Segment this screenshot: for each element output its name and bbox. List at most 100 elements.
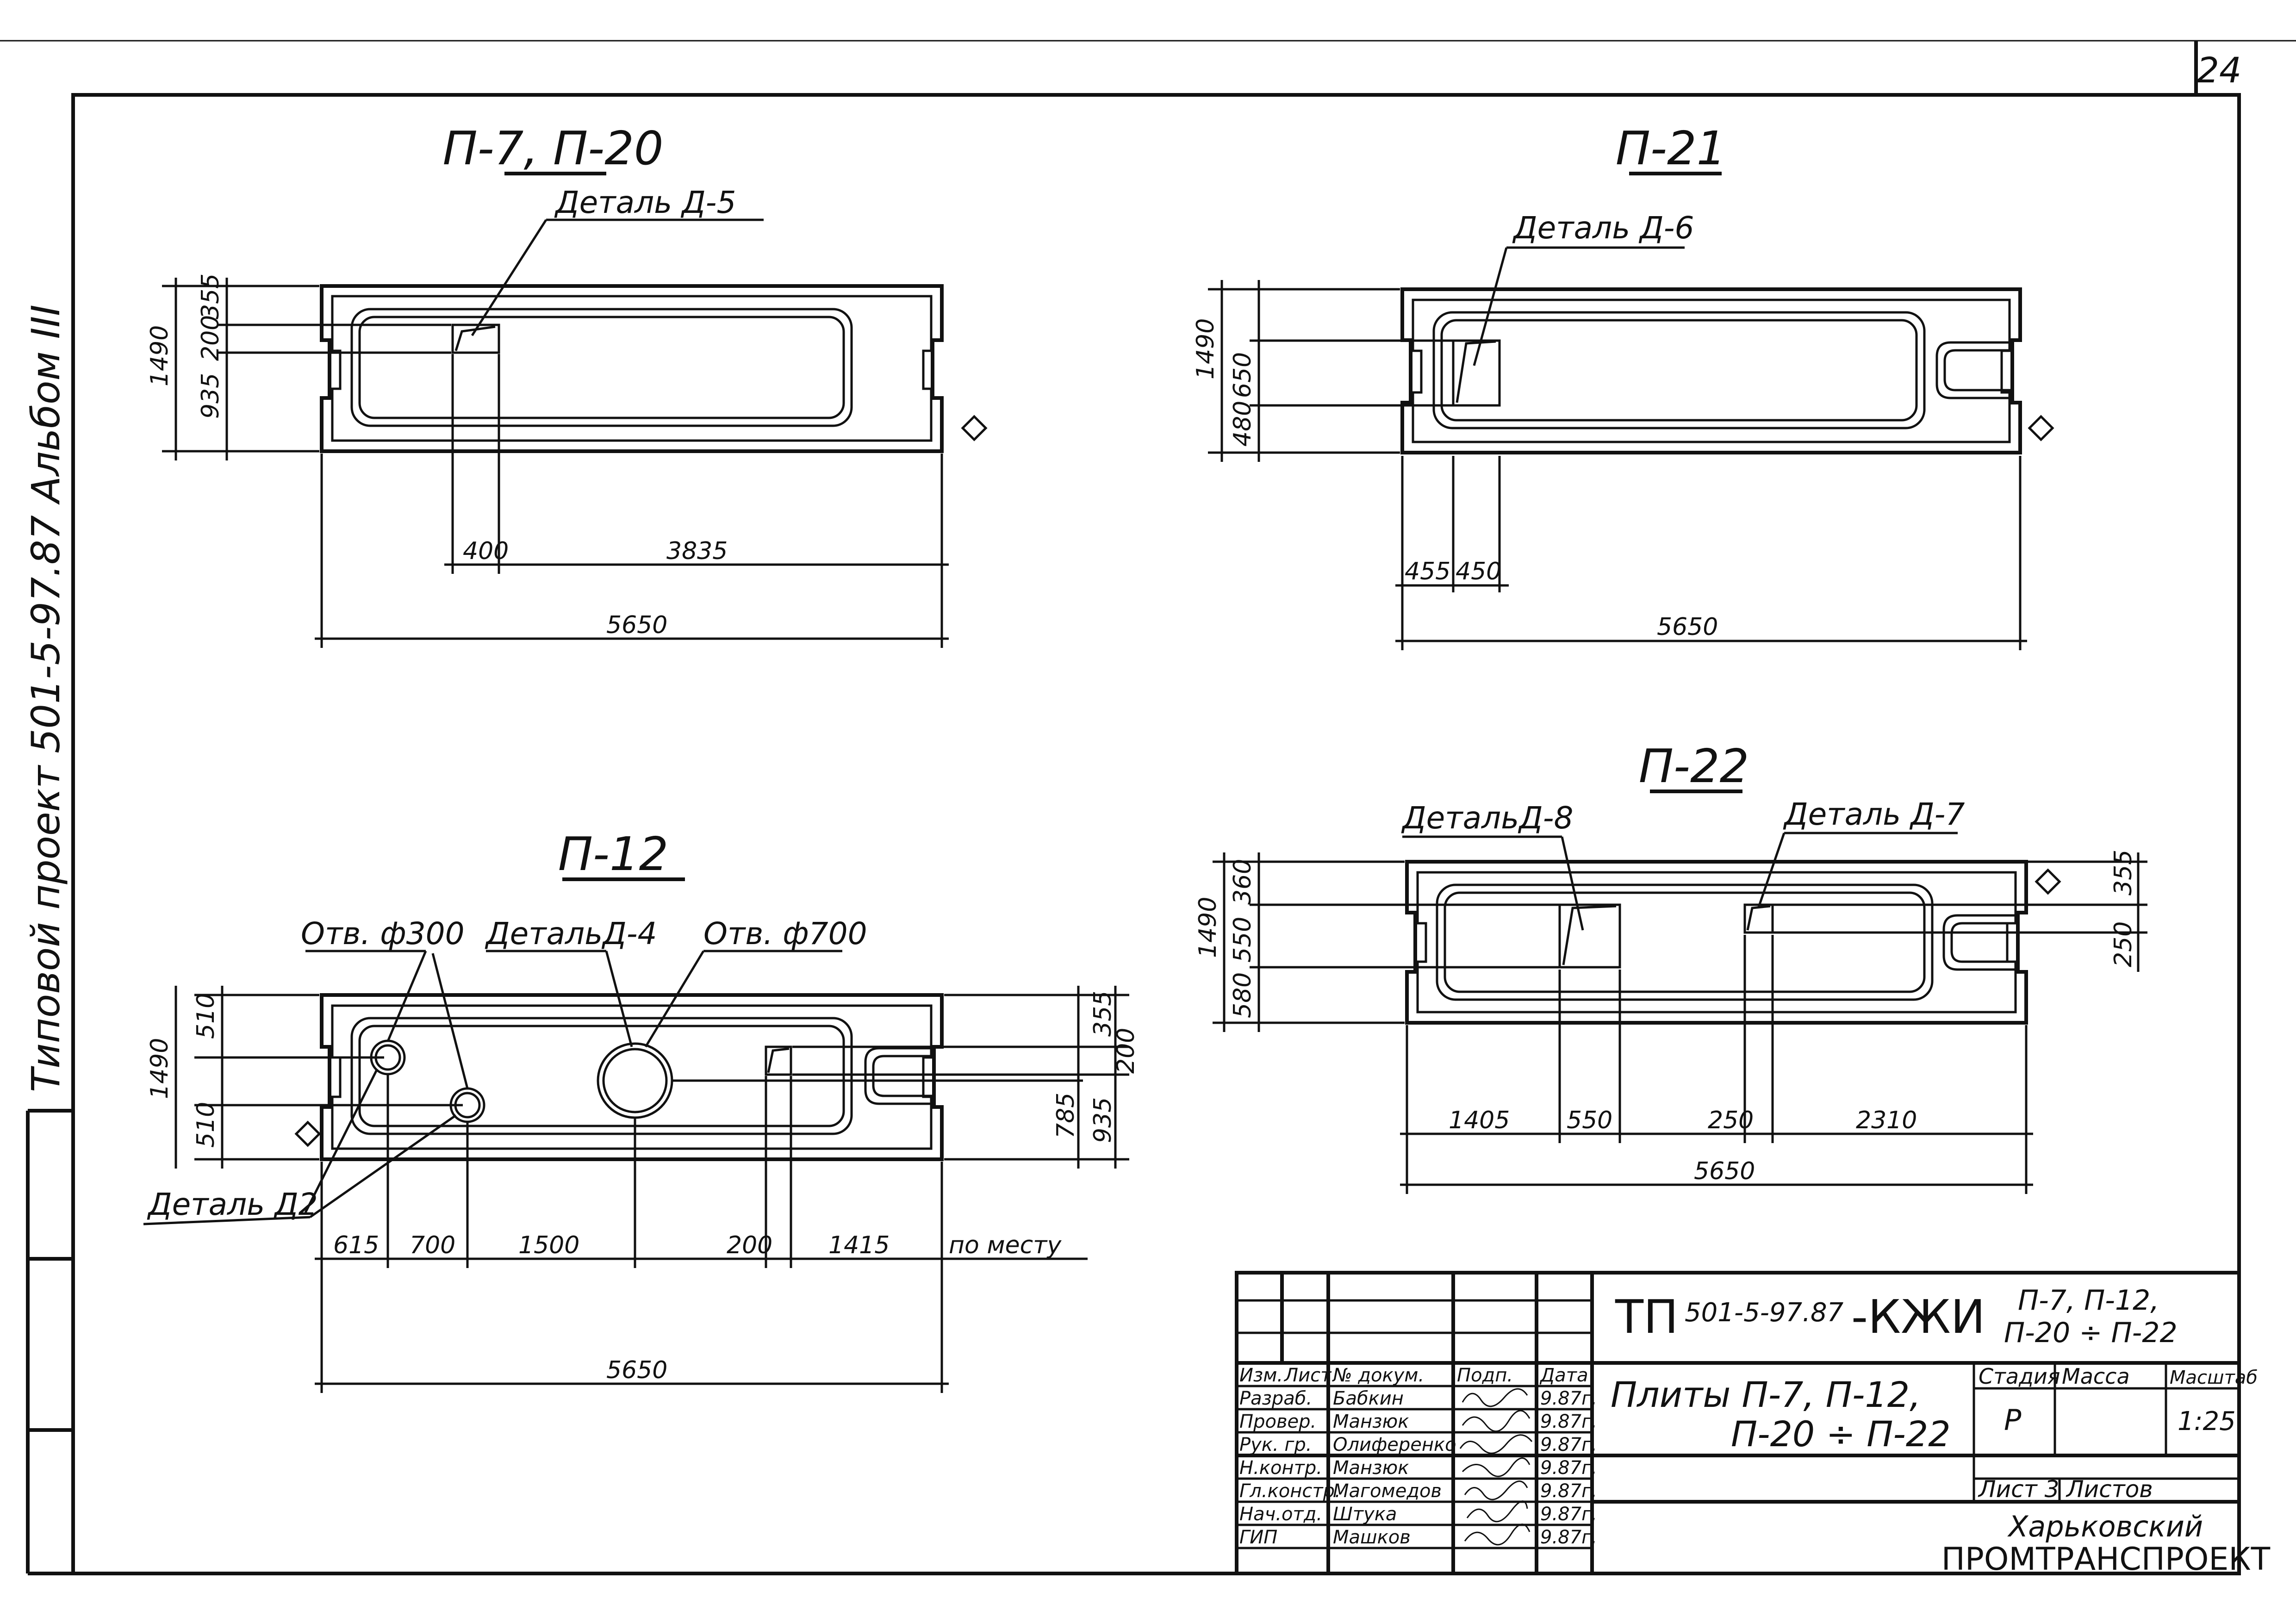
dim-label: 5650 [1694, 1157, 1755, 1185]
stage-value: Р [2004, 1403, 2022, 1437]
doc-code: 501-5-97.87 [1685, 1298, 1844, 1328]
dim-label: 480 [1229, 401, 1257, 447]
callout-d4: ДетальД-4 [485, 916, 657, 951]
slab-outline [320, 284, 944, 453]
signature [1459, 1434, 1533, 1454]
dim-label: 5650 [1657, 613, 1718, 641]
dim-label: 1490 [146, 1038, 174, 1099]
title-block: ТП 501-5-97.87 -КЖИ П-7, П-12, П-20 ÷ П-… [1235, 1271, 2271, 1578]
dim-label: 550 [1567, 1107, 1612, 1134]
dim-label: 5650 [606, 1356, 667, 1384]
dim-label: 400 [463, 537, 509, 565]
dim-label: 510 [192, 1102, 220, 1148]
row-role: Провер. [1239, 1411, 1316, 1432]
view-p21: П-21 Деталь Д-6 1490 650 480 455 450 565… [1192, 121, 2054, 650]
row-date: 9.87г. [1540, 1504, 1597, 1525]
mass-label: Масса [2062, 1364, 2130, 1389]
dim-label: 580 [1229, 972, 1257, 1018]
signature-row: Гл.констр. Магомедов 9.87г. [1239, 1480, 1597, 1502]
row-role: Н.контр. [1239, 1457, 1322, 1479]
signature-row: Н.контр. Манзюк 9.87г. [1239, 1457, 1597, 1479]
doc-code-sheets: П-7, П-12, [2018, 1284, 2159, 1317]
dim-label: 355 [2109, 850, 2137, 895]
signature [1464, 1480, 1528, 1500]
dim-label: 5650 [606, 611, 667, 639]
dim-label: по месту [949, 1231, 1062, 1259]
view-p22: П-22 ДетальД-8 Деталь Д-7 1490 360 550 5… [1194, 739, 2147, 1194]
row-name: Машков [1333, 1527, 1411, 1548]
dim-label: 700 [410, 1231, 455, 1259]
dim-label: 935 [197, 373, 224, 419]
org-name: Харьковский [2007, 1510, 2203, 1543]
dim-label: 360 [1229, 859, 1257, 905]
dim-label: 200 [197, 315, 224, 361]
dim-label: 250 [2109, 921, 2137, 967]
callout-d5: Деталь Д-5 [554, 185, 736, 220]
row-name: Манзюк [1333, 1411, 1409, 1432]
detail-d6 [1452, 339, 1501, 407]
dim-label: 1405 [1449, 1107, 1510, 1134]
row-role: Разраб. [1239, 1388, 1312, 1409]
row-role: ГИП [1239, 1527, 1277, 1548]
doc-code-suffix: -КЖИ [1851, 1290, 1985, 1344]
callout-d2: Деталь Д2 [147, 1187, 318, 1222]
row-name: Олиференко [1333, 1434, 1456, 1455]
dim-label: 2310 [1856, 1107, 1917, 1134]
hole-700 [597, 1042, 673, 1119]
row-name: Бабкин [1333, 1388, 1404, 1409]
row-name: Штука [1333, 1504, 1397, 1525]
callout-hole-300: Отв. ф300 [301, 916, 465, 951]
dim-label: 355 [197, 274, 224, 319]
column-header: Дата [1539, 1365, 1588, 1386]
column-header: Лист [1283, 1365, 1332, 1386]
signature [1464, 1524, 1531, 1546]
org-name: ПРОМТРАНСПРОЕКТ [1941, 1541, 2271, 1578]
doc-title: Плиты П-7, П-12, [1611, 1374, 1921, 1415]
callout-d6: Деталь Д-6 [1512, 210, 1694, 246]
dim-label: 3835 [666, 537, 728, 565]
view-title: П-7, П-20 [442, 121, 663, 175]
dim-label: 1415 [828, 1231, 890, 1259]
page-number: 24 [2197, 50, 2242, 91]
scale-value: 1:25 [2178, 1406, 2236, 1436]
dim-label: 785 [1052, 1093, 1080, 1138]
dim-label: 200 [1112, 1028, 1140, 1074]
row-date: 9.87г. [1540, 1527, 1597, 1548]
stage-label: Стадия [1979, 1364, 2060, 1389]
slab-outline [1405, 860, 2028, 1025]
view-title: П-21 [1616, 121, 1726, 175]
dim-label: 455 [1405, 558, 1450, 585]
detail-d4 [765, 1045, 792, 1076]
dim-label: 935 [1089, 1097, 1117, 1143]
doc-title: П-20 ÷ П-22 [1731, 1413, 1951, 1455]
dim-label: 200 [727, 1231, 772, 1259]
row-role: Нач.отд. [1239, 1504, 1322, 1525]
sheets-label: Листов [2066, 1476, 2153, 1503]
dim-label: 355 [1089, 991, 1117, 1037]
signature-row: ГИП Машков 9.87г. [1239, 1524, 1597, 1548]
signature [1462, 1410, 1531, 1432]
dim-label: 1500 [518, 1231, 579, 1259]
signature [1462, 1457, 1531, 1477]
signature-row: Нач.отд. Штука 9.87г. [1239, 1500, 1597, 1525]
row-role: Рук. гр. [1239, 1434, 1312, 1455]
row-name: Манзюк [1333, 1457, 1409, 1479]
scale-label: Масштаб [2170, 1367, 2258, 1388]
view-p12: П-12 Отв. ф300 ДетальД-4 Отв. ф700 Детал… [143, 827, 1140, 1393]
row-date: 9.87г. [1540, 1457, 1597, 1479]
row-name: Магомедов [1333, 1480, 1442, 1502]
column-header: Изм. [1239, 1365, 1283, 1386]
row-date: 9.87г. [1540, 1388, 1597, 1409]
row-role: Гл.констр. [1239, 1480, 1341, 1502]
dim-label: 1490 [1192, 318, 1220, 379]
slab-inner-contour [331, 295, 933, 442]
dim-label: 1490 [1194, 897, 1222, 958]
row-date: 9.87г. [1540, 1411, 1597, 1432]
dim-label: 510 [192, 993, 220, 1039]
row-date: 9.87г. [1540, 1434, 1597, 1455]
sheet-label: Лист 3 [1978, 1476, 2059, 1503]
callout-d8: ДетальД-8 [1401, 800, 1574, 836]
signature-row: Провер. Манзюк 9.87г. [1239, 1410, 1597, 1432]
dim-label: 450 [1456, 558, 1501, 585]
